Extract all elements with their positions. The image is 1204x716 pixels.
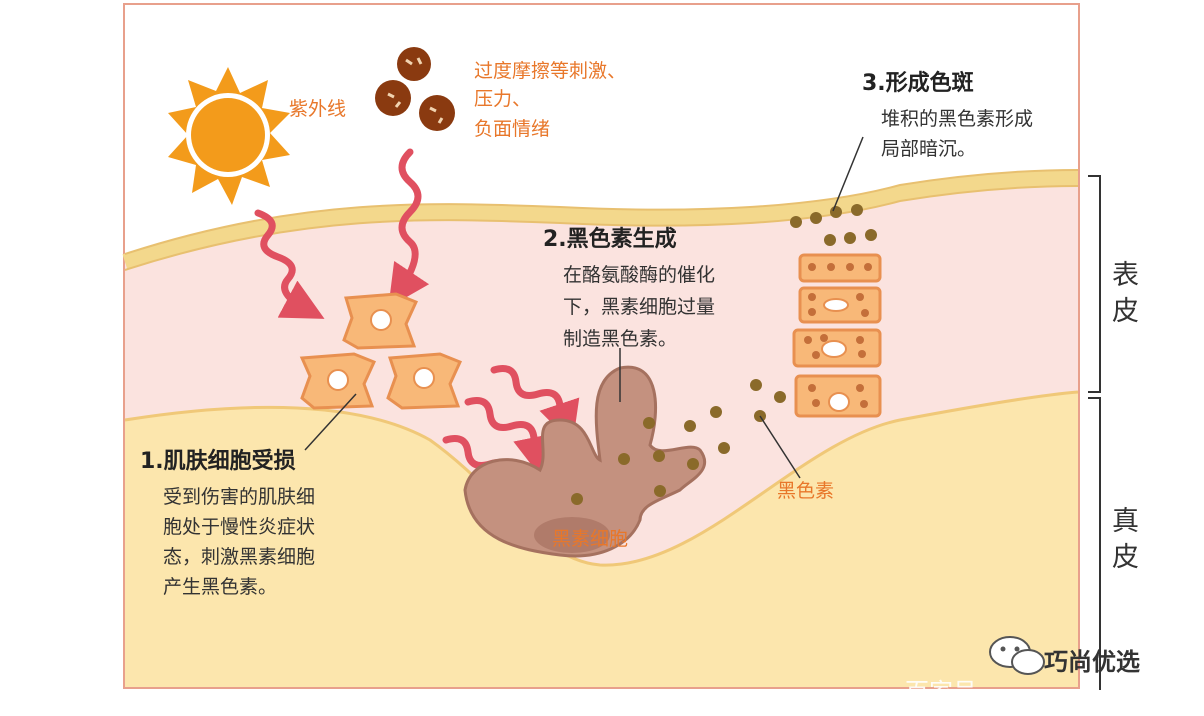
sun-icon [168, 67, 290, 205]
layer-brackets [1088, 175, 1101, 690]
dermis-label-2: 皮 [1112, 542, 1139, 573]
step1-line-1: 受到伤害的肌肤细 [163, 486, 316, 508]
dermis-label-1: 真 [1112, 506, 1139, 537]
stimuli-label-2: 压力、 [474, 88, 532, 110]
uv-label: 紫外线 [289, 98, 347, 120]
step3-line-2: 局部暗沉。 [881, 138, 977, 160]
melanocyte-cell [463, 365, 707, 558]
step2-title: 2.黑色素生成 [543, 227, 677, 252]
dermis-layer [125, 392, 1078, 687]
step3-title: 3.形成色斑 [862, 71, 974, 96]
step2-line-1: 在酪氨酸酶的催化 [563, 264, 716, 286]
step3-line-1: 堆积的黑色素形成 [881, 108, 1034, 130]
pigmented-cell-stack [792, 253, 882, 418]
melanin-label: 黑色素 [777, 480, 835, 502]
step1-line-3: 态，刺激黑素细胞 [163, 546, 316, 568]
irritant-icon [375, 47, 455, 131]
step1-title: 1.肌肤细胞受损 [140, 449, 296, 474]
epidermis-label-2: 皮 [1112, 296, 1139, 327]
stratum-corneum [122, 170, 1079, 270]
step2-line-3: 制造黑色素。 [563, 328, 678, 350]
step1-line-4: 产生黑色素。 [163, 576, 278, 598]
watermark-site: 百家号 [905, 678, 977, 706]
step1-line-2: 胞处于慢性炎症状 [163, 516, 316, 538]
step2-line-2: 下，黑素细胞过量 [563, 296, 716, 318]
melanin-dots [571, 204, 877, 505]
wechat-icon [989, 636, 1045, 675]
stimuli-label-1: 过度摩擦等刺激、 [474, 60, 627, 82]
wavy-arrow-icon [254, 148, 580, 517]
epidermis-label-1: 表 [1112, 260, 1139, 291]
stimuli-label-3: 负面情绪 [474, 118, 551, 140]
watermark-brand: 巧尚优选 [1044, 648, 1140, 676]
pointer-lines [304, 136, 864, 479]
melanocyte-label: 黑素细胞 [552, 528, 629, 550]
